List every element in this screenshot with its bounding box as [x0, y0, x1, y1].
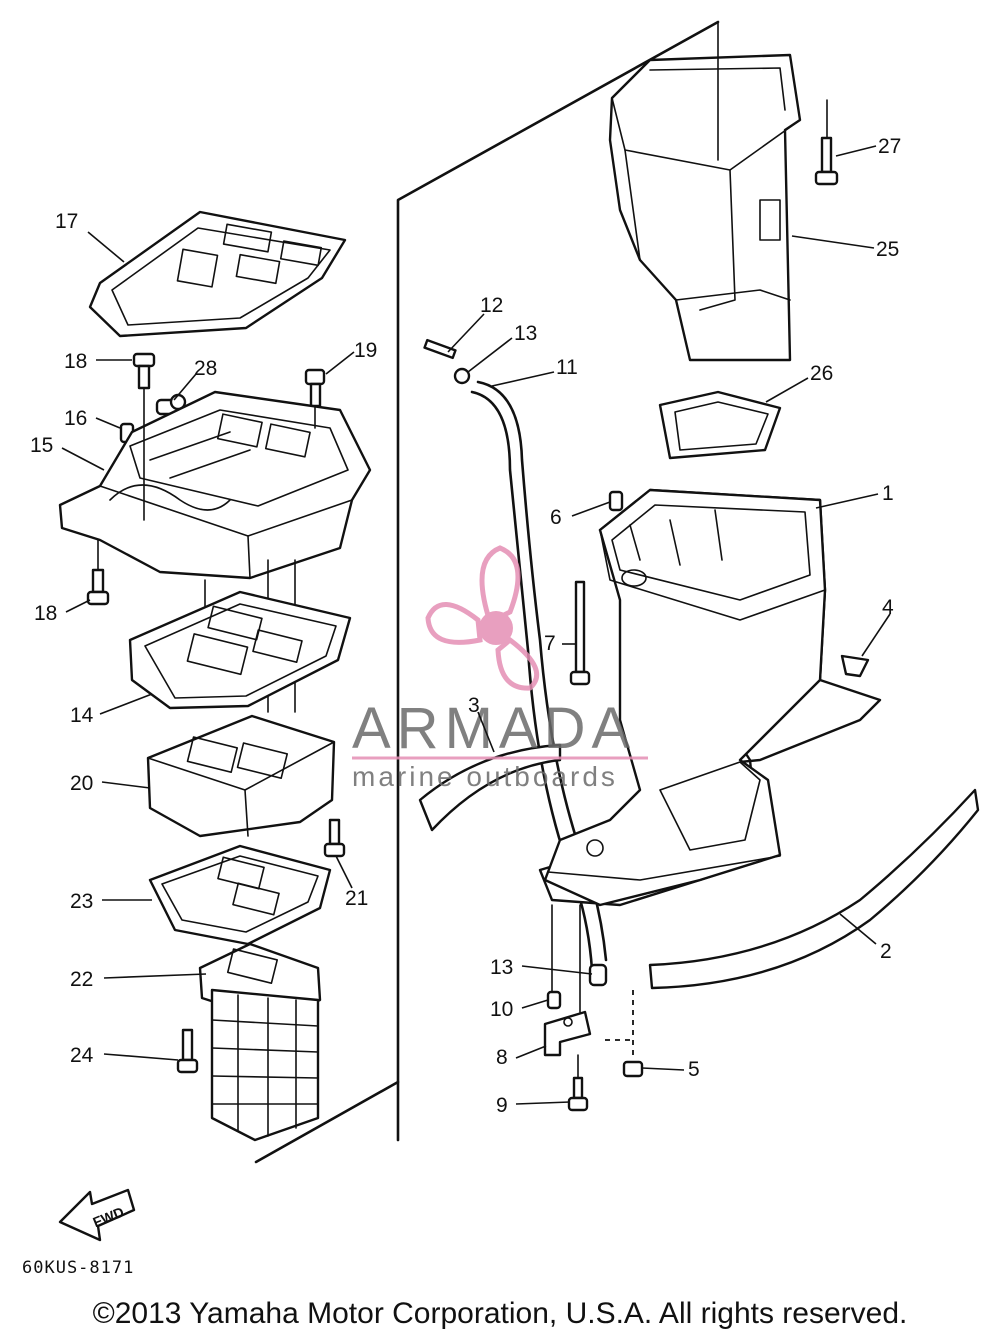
callout-9: 9 [496, 1094, 508, 1117]
part-9-bolt [567, 1076, 589, 1112]
part-21-bolt [323, 818, 346, 858]
watermark-brand: ARMADA [352, 696, 636, 761]
part-27-bolt [814, 136, 839, 186]
callout-13-top: 13 [514, 322, 537, 345]
part-1-upper-casing [538, 488, 882, 907]
propeller-icon [425, 545, 540, 691]
part-6-dowel-pin [608, 490, 624, 512]
callout-26: 26 [810, 362, 833, 385]
callout-17: 17 [55, 210, 78, 233]
callout-24: 24 [70, 1044, 94, 1067]
callout-18-bottom: 18 [34, 602, 57, 625]
part-18-bolt-top [132, 352, 156, 390]
part-19-bolt [304, 368, 326, 408]
callout-leaders [61, 145, 891, 1105]
callout-2: 2 [880, 940, 892, 963]
callout-3: 3 [468, 694, 480, 717]
part-13-clamp-top [453, 367, 471, 385]
callout-14: 14 [70, 704, 94, 727]
callout-13-bottom: 13 [490, 956, 513, 979]
callout-23: 23 [70, 890, 93, 913]
callout-10: 10 [490, 998, 513, 1021]
part-8-bracket [543, 1010, 592, 1057]
part-14-gasket [128, 590, 352, 710]
callout-15: 15 [30, 434, 53, 457]
callout-7: 7 [544, 632, 556, 655]
callout-27: 27 [878, 135, 901, 158]
part-24-muffler-screen [176, 988, 320, 1142]
callout-25: 25 [876, 238, 899, 261]
armada-watermark: ARMADA marine outboards [352, 545, 648, 792]
part-17-gasket [88, 210, 347, 338]
callout-5: 5 [688, 1058, 700, 1081]
part-7-long-bolt [569, 580, 591, 686]
callout-1: 1 [882, 482, 894, 505]
callout-28: 28 [194, 357, 217, 380]
alignment-lines-right [551, 21, 828, 1079]
watermark-tagline: marine outboards [352, 761, 618, 792]
copyright-notice: ©2013 Yamaha Motor Corporation, U.S.A. A… [92, 1297, 908, 1330]
part-5-nut [622, 1060, 644, 1078]
callout-4: 4 [882, 596, 894, 619]
part-12-fitting [423, 338, 457, 360]
part-2-seal [648, 788, 980, 990]
callout-21: 21 [345, 887, 368, 910]
callout-18-top: 18 [64, 350, 87, 373]
part-20-plate [146, 714, 336, 838]
part-26-gasket [658, 390, 782, 460]
callout-20: 20 [70, 772, 93, 795]
part-15-exhaust-guide [58, 390, 372, 580]
part-23-gasket [148, 844, 332, 946]
fwd-direction-arrow: FWD [58, 1188, 136, 1242]
callout-labels: 17 18 28 16 15 19 18 14 20 21 23 22 24 1… [30, 135, 901, 1117]
part-13-clamp-lower [588, 963, 608, 987]
part-10-collar [546, 990, 562, 1010]
part-25-oil-pan [608, 53, 802, 362]
part-18-bolt-bottom [86, 568, 110, 606]
callout-11: 11 [556, 356, 578, 379]
group-frame [254, 20, 720, 1164]
callout-6: 6 [550, 506, 562, 529]
callout-12: 12 [480, 294, 503, 317]
drawing-code: 60KUS-8171 [22, 1258, 135, 1278]
callout-19: 19 [354, 339, 377, 362]
callout-22: 22 [70, 968, 93, 991]
part-3-seal [418, 743, 562, 832]
part-4-grommet [840, 654, 870, 678]
callout-16: 16 [64, 407, 87, 430]
callout-8: 8 [496, 1046, 508, 1069]
